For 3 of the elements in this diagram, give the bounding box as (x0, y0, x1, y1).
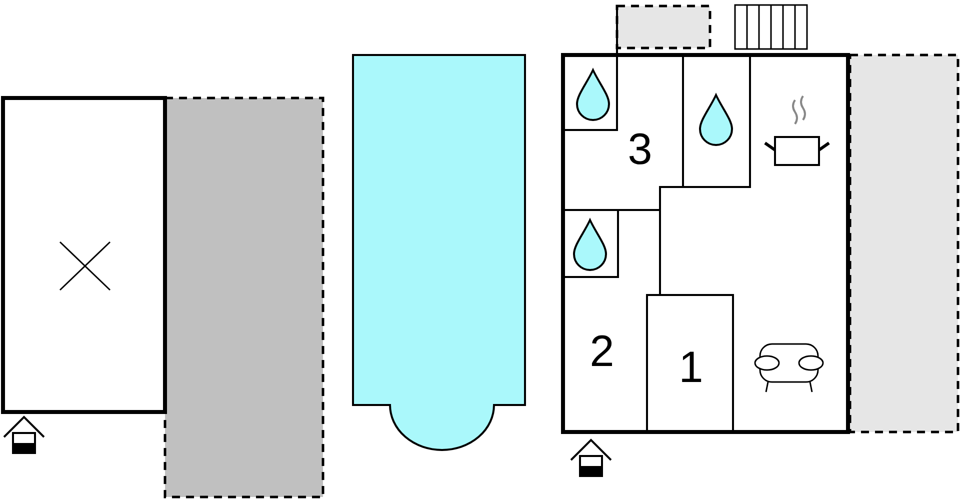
room-number: 3 (628, 128, 652, 172)
room-number: 2 (590, 330, 614, 374)
room-number: 1 (678, 346, 704, 390)
